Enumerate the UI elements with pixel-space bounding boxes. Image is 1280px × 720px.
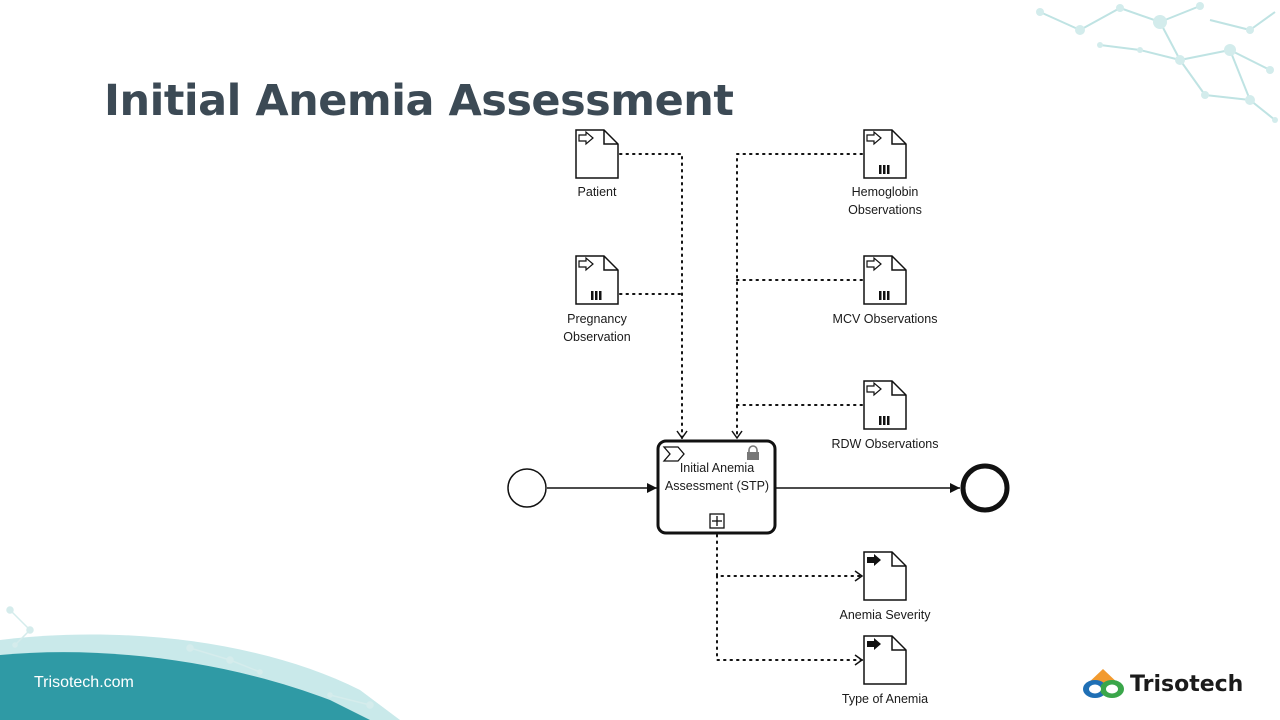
trisotech-logo: Trisotech <box>1080 664 1243 704</box>
data-label-patient: Patient <box>577 185 617 199</box>
data-label-hemoglobin-observations: Hemoglobin Observations <box>848 185 922 217</box>
data-output-anemia-severity[interactable] <box>863 551 907 601</box>
task-label: Initial Anemia Assessment (STP) <box>664 461 770 493</box>
input-arrow-icon <box>578 256 594 272</box>
bottom-wave <box>0 652 370 720</box>
collection-icon <box>591 291 602 300</box>
collection-icon <box>879 291 890 300</box>
decision-service-icon <box>662 446 685 462</box>
data-associations <box>619 153 864 666</box>
data-input-patient[interactable] <box>575 129 619 179</box>
data-label-type-of-anemia: Type of Anemia <box>841 692 929 706</box>
data-output-type-of-anemia[interactable] <box>863 635 907 685</box>
data-label-mcv-observations: MCV Observations <box>832 312 938 326</box>
data-label-anemia-severity: Anemia Severity <box>839 608 931 622</box>
association-type <box>716 575 864 666</box>
network-decoration-bottom-left <box>6 606 374 709</box>
data-input-rdw-observations[interactable] <box>863 380 907 430</box>
trisotech-logo-text: Trisotech <box>1130 671 1244 697</box>
input-arrow-icon <box>866 256 882 272</box>
collection-icon <box>879 165 890 174</box>
slide-title: Initial Anemia Assessment <box>104 76 734 126</box>
association-severity <box>716 534 864 582</box>
footer-url[interactable]: Trisotech.com <box>34 674 134 691</box>
network-decoration-top-right <box>1039 5 1276 121</box>
data-label-rdw-observations: RDW Observations <box>831 437 939 451</box>
output-arrow-icon <box>867 554 881 566</box>
network-nodes-top-right <box>1036 2 1278 123</box>
input-arrow-icon <box>578 130 594 146</box>
collapsed-subprocess-icon[interactable] <box>709 513 725 529</box>
start-event[interactable] <box>507 468 547 508</box>
data-label-pregnancy-observation: Pregnancy Observation <box>563 312 631 344</box>
lock-icon <box>747 445 759 460</box>
task-initial-anemia-assessment[interactable] <box>656 439 777 535</box>
input-arrow-icon <box>866 381 882 397</box>
data-input-pregnancy-observation[interactable] <box>575 255 619 305</box>
end-event[interactable] <box>960 463 1010 513</box>
association-hemoglobin <box>731 153 863 440</box>
data-input-mcv-observations[interactable] <box>863 255 907 305</box>
input-arrow-icon <box>866 130 882 146</box>
collection-icon <box>879 416 890 425</box>
association-patient <box>619 153 688 440</box>
output-arrow-icon <box>867 638 881 650</box>
trisotech-logo-icon <box>1083 669 1124 698</box>
data-input-hemoglobin-observations[interactable] <box>863 129 907 179</box>
